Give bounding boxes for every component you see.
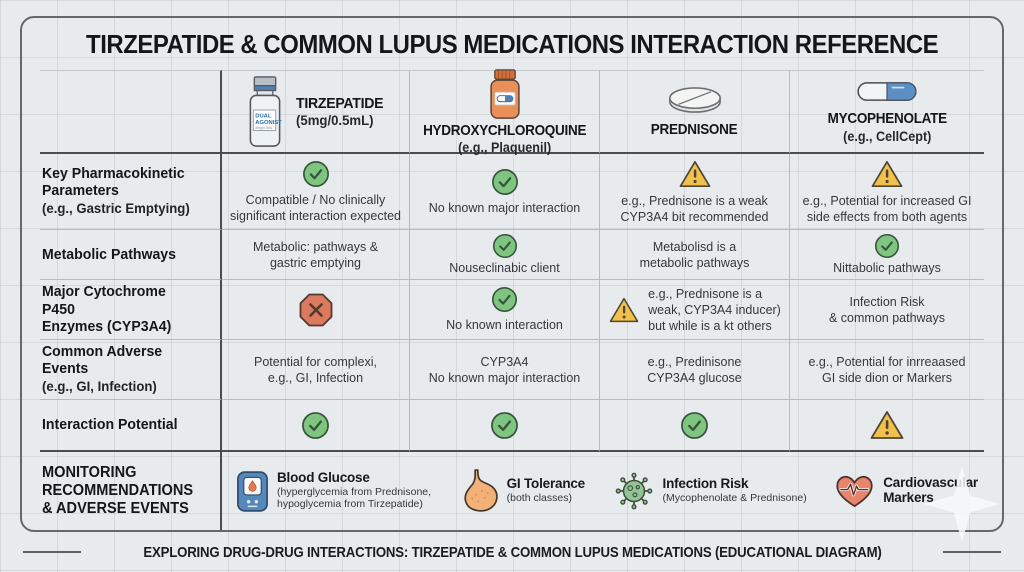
cell-pk-prednisone: e.g., Prednisone is a weak CYP3A4 bit re… (600, 154, 790, 230)
cell-ip-prednisone (600, 400, 790, 452)
monitoring-item-cardiovascular: Cardiovascular Markers (834, 473, 978, 510)
check-circle-icon (681, 411, 708, 439)
footer-right-rule (943, 551, 1002, 553)
cell-cyp-tirzepatide (222, 280, 410, 340)
cell-ip-mycophenolate (790, 400, 984, 452)
column-header-hydroxychloroquine: HYDROXYCHLOROQUINE (e.g., Plaquenil) (410, 69, 600, 156)
cell-ip-tirzepatide (222, 400, 410, 452)
interaction-table: DUAL AGONIST 5mg/0.5mL TIRZEPATIDE (5mg/… (40, 69, 984, 530)
virus-icon (615, 472, 652, 510)
row-label-adverse-events: Common Adverse Events (e.g., GI, Infecti… (40, 340, 222, 400)
column-name: PREDNISONE (651, 120, 738, 138)
column-name: TIRZEPATIDE (296, 94, 384, 112)
cell-ae-tirzepatide: Potential for complexi, e.g., GI, Infect… (222, 340, 410, 400)
svg-text:DUAL: DUAL (255, 113, 272, 119)
footer-left-rule (22, 551, 81, 553)
warning-triangle-icon (870, 411, 904, 439)
main-panel: TIRZEPATIDE & COMMON LUPUS MEDICATIONS I… (20, 16, 1004, 532)
warning-triangle-icon (871, 160, 903, 187)
cell-ip-hydroxychloroquine (410, 400, 600, 452)
column-header-prednisone: PREDNISONE (600, 70, 790, 154)
cell-ae-mycophenolate: e.g., Potential for inrreaased GI side d… (790, 340, 984, 400)
cell-met-mycophenolate: Nittabolic pathways (790, 230, 984, 280)
cell-cyp-hydroxychloroquine: No known interaction (410, 280, 600, 340)
check-circle-icon (874, 233, 900, 259)
column-subtitle: (e.g., CellCept) (842, 127, 932, 144)
pill-bottle-icon (489, 69, 520, 119)
cell-pk-mycophenolate: e.g., Potential for increased GI side ef… (790, 154, 984, 230)
check-circle-icon (491, 168, 518, 195)
vial-icon: DUAL AGONIST 5mg/0.5mL (249, 75, 282, 147)
cell-ae-hydroxychloroquine: CYP3A4 No known major interaction (410, 340, 600, 400)
check-circle-icon (302, 160, 329, 187)
tablet-icon (668, 87, 721, 113)
footer: EXPLORING DRUG-DRUG INTERACTIONS: TIRZEP… (0, 541, 1024, 563)
table-corner (40, 70, 222, 154)
row-label-interaction-potential: Interaction Potential (40, 400, 222, 452)
check-circle-icon (492, 233, 517, 259)
cell-pk-tirzepatide: Compatible / No clinically significant i… (222, 154, 410, 230)
row-label-metabolic: Metabolic Pathways (40, 230, 222, 280)
warning-triangle-icon (679, 160, 710, 187)
page-title: TIRZEPATIDE & COMMON LUPUS MEDICATIONS I… (85, 28, 939, 59)
column-header-mycophenolate: MYCOPHENOLATE (e.g., CellCept) (790, 70, 984, 154)
check-circle-icon (491, 286, 518, 313)
svg-text:AGONIST: AGONIST (255, 120, 282, 126)
warning-triangle-icon (609, 297, 639, 322)
monitoring-item-infection-risk: Infection Risk (Mycophenolate & Predniso… (613, 470, 807, 512)
cell-pk-hydroxychloroquine: No known major interaction (410, 154, 600, 230)
stomach-icon (463, 469, 498, 512)
cell-ae-prednisone: e.g., Predinisone CYP3A4 glucose (600, 340, 790, 400)
row-label-pharmacokinetic: Key Pharmacokinetic Parameters (e.g., Ga… (40, 154, 222, 230)
glucose-meter-icon (237, 470, 268, 512)
cell-met-hydroxychloroquine: Nouseclinabic client (410, 230, 600, 280)
check-circle-icon (302, 411, 329, 439)
svg-text:5mg/0.5mL: 5mg/0.5mL (255, 126, 273, 130)
monitoring-items: Blood Glucose (hyperglycemia from Predni… (222, 452, 984, 530)
column-header-tirzepatide: DUAL AGONIST 5mg/0.5mL TIRZEPATIDE (5mg/… (222, 70, 410, 154)
cell-cyp-mycophenolate: Infection Risk & common pathways (790, 280, 984, 340)
heart-ekg-icon (836, 475, 873, 507)
monitoring-item-blood-glucose: Blood Glucose (hyperglycemia from Predni… (236, 470, 431, 513)
column-subtitle: (5mg/0.5mL) (296, 112, 374, 129)
row-label-cyp450: Major Cytochrome P450 Enzymes (CYP3A4) (40, 280, 222, 340)
footer-caption: EXPLORING DRUG-DRUG INTERACTIONS: TIRZEP… (142, 543, 882, 561)
check-circle-icon (491, 411, 518, 439)
capsule-icon (857, 82, 917, 102)
cell-met-tirzepatide: Metabolic: pathways & gastric emptying (222, 230, 410, 280)
column-subtitle: (e.g., Plaquenil) (457, 139, 552, 156)
monitoring-label: MONITORING RECOMMENDATIONS & ADVERSE EVE… (40, 452, 222, 530)
monitoring-item-gi-tolerance: GI Tolerance (both classes) (459, 468, 585, 514)
cell-met-prednisone: Metabolisd is a metabolic pathways (600, 230, 790, 280)
column-name: HYDROXYCHLOROQUINE (422, 121, 587, 139)
stop-octagon-icon (299, 293, 332, 326)
column-name: MYCOPHENOLATE (827, 110, 947, 128)
cell-cyp-prednisone: e.g., Prednisone is a weak, CYP3A4 induc… (600, 280, 790, 340)
title-bar: TIRZEPATIDE & COMMON LUPUS MEDICATIONS I… (22, 18, 1002, 70)
